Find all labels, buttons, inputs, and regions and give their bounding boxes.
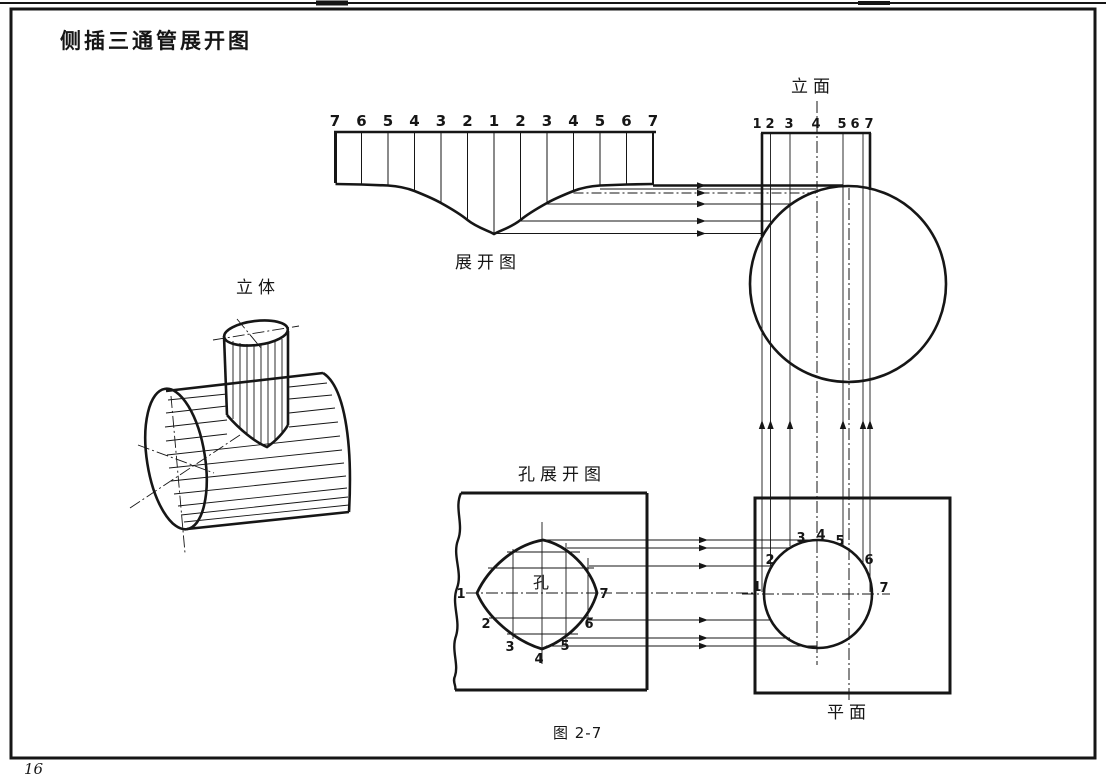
plan-square — [753, 496, 952, 695]
page-title: 侧插三通管展开图 — [60, 29, 252, 53]
elevation-view — [748, 101, 948, 700]
hole-number: 4 — [534, 652, 543, 667]
plan-point-numbers: 1 2 3 4 5 6 7 — [752, 528, 888, 596]
development-point-numbers: 7 6 5 4 3 2 1 2 3 4 5 6 7 — [330, 112, 658, 130]
elev-number: 5 — [837, 117, 846, 132]
pictorial-label: 立体 — [236, 278, 280, 298]
elev-number: 3 — [784, 117, 793, 132]
hole-number: 1 — [456, 587, 465, 602]
dev-number: 7 — [330, 112, 340, 130]
dev-number: 5 — [383, 112, 393, 130]
dev-number: 6 — [356, 112, 366, 130]
development-division-lines — [361, 133, 627, 234]
pictorial-centerlines — [129, 318, 300, 554]
dev-number: 1 — [489, 112, 499, 130]
plan-view — [742, 496, 952, 695]
elevation-label: 立面 — [791, 77, 835, 97]
plan-number: 1 — [752, 580, 761, 595]
projection-lines-elevation-plan — [758, 133, 874, 592]
hole-number: 3 — [505, 640, 514, 655]
dev-number: 2 — [462, 112, 472, 130]
development-curve — [335, 182, 654, 236]
right-arrowheads — [699, 536, 708, 650]
dev-number: 4 — [568, 112, 578, 130]
dev-number: 2 — [515, 112, 525, 130]
plan-number: 2 — [765, 553, 774, 568]
elev-number: 6 — [850, 117, 859, 132]
development-view — [334, 130, 656, 236]
main-cylinder-far-end — [322, 371, 352, 513]
dev-number: 4 — [409, 112, 419, 130]
dev-number: 3 — [542, 112, 552, 130]
hole-number: 6 — [584, 617, 593, 632]
main-pipe-circle — [748, 184, 948, 384]
hole-development-label: 孔展开图 — [518, 465, 606, 485]
plan-label: 平面 — [827, 703, 871, 723]
branch-hatching — [232, 339, 283, 446]
plan-number: 5 — [835, 534, 844, 549]
pictorial-view — [129, 318, 352, 554]
development-label: 展开图 — [455, 253, 521, 273]
hole-construction-grid — [488, 522, 594, 664]
elev-number: 2 — [765, 117, 774, 132]
elev-number: 7 — [864, 117, 873, 132]
right-arrowheads — [697, 182, 706, 237]
plate-torn-edge — [452, 492, 463, 691]
hole-number: 2 — [481, 617, 490, 632]
branch-intersection-curve — [226, 414, 290, 449]
plan-number: 7 — [879, 581, 888, 596]
elevation-point-numbers: 1 2 3 4 5 6 7 — [752, 117, 873, 132]
projection-lines-hole-plan — [545, 536, 817, 650]
plan-number: 4 — [816, 528, 825, 543]
hole-outline — [475, 538, 599, 651]
figure-caption: 图 2-7 — [553, 724, 602, 742]
page-number: 16 — [24, 760, 44, 776]
dev-number: 6 — [621, 112, 631, 130]
up-arrowheads — [758, 420, 874, 429]
dev-number: 3 — [436, 112, 446, 130]
elev-number: 1 — [752, 117, 761, 132]
hole-number: 7 — [599, 587, 608, 602]
dev-number: 7 — [648, 112, 658, 130]
hole-number: 5 — [560, 639, 569, 654]
plan-number: 3 — [796, 531, 805, 546]
page-frame — [0, 0, 1106, 760]
main-cylinder-hatching — [164, 382, 350, 523]
plan-number: 6 — [864, 553, 873, 568]
hole-char-label: 孔 — [533, 573, 549, 592]
elev-number: 4 — [811, 117, 820, 132]
dev-number: 5 — [595, 112, 605, 130]
projection-lines-dev-elevation — [494, 182, 843, 237]
hole-development-view — [452, 491, 649, 692]
hole-point-numbers: 1 2 3 4 5 6 7 — [456, 587, 608, 667]
